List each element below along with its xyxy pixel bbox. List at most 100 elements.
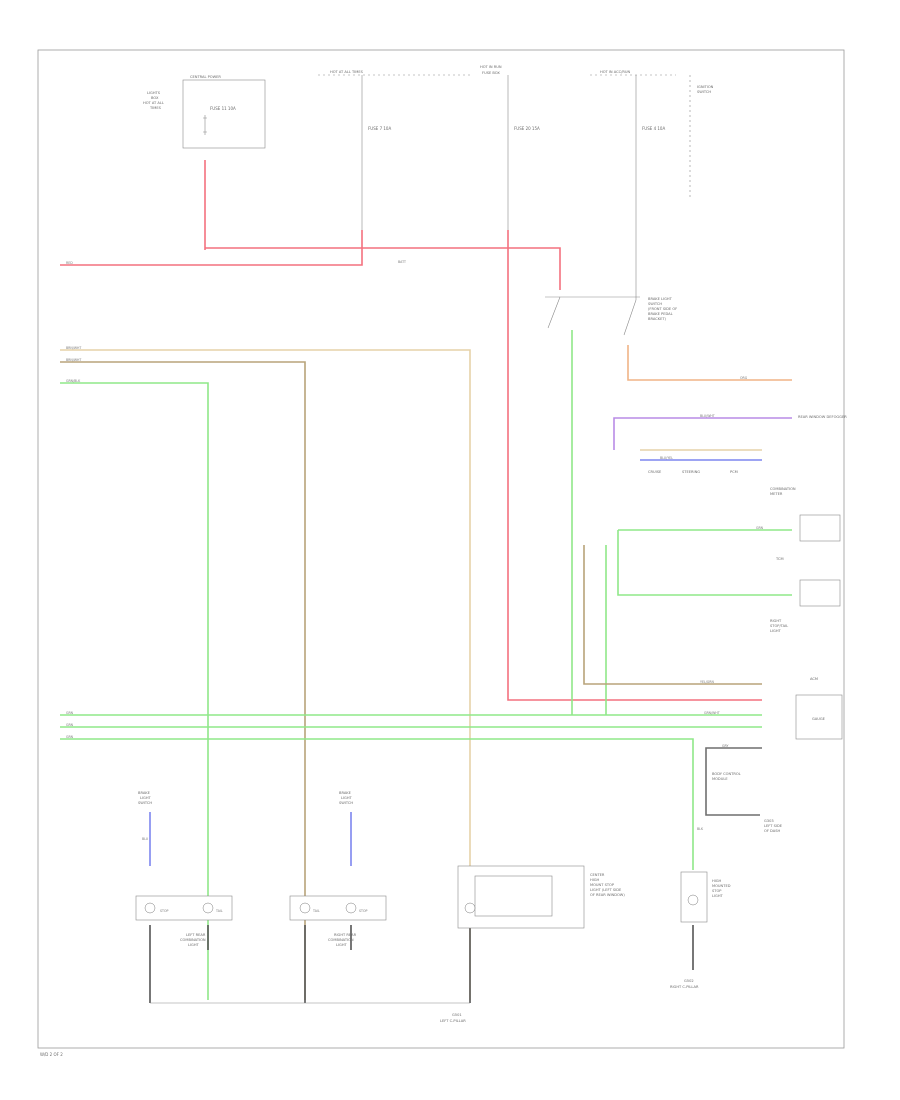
grn-right-label: GRN [756,526,764,530]
red-main-label: RED [66,261,73,265]
top-power-section: CENTRAL POWER LIGHTS BOX HOT AT ALL TIME… [143,65,714,230]
combination-label-1: COMBINATION [770,487,796,491]
center-lamp-4: LIGHT (LEFT SIDE [590,888,622,892]
ground-right-1: G502 [684,979,694,983]
batt-label: BATT [398,260,406,264]
green-bus-3 [60,738,694,870]
left-tail-label: TAIL [215,909,223,913]
right-lamp-2: COMBINATION [328,938,354,942]
left-stop-top-3: SWITCH [138,801,152,805]
bcm-ground-1: G303 [764,819,774,823]
right-stop-bulb-icon [345,902,357,914]
gray-bcm-wire [705,747,762,816]
left-tail-bulb-icon [202,902,214,914]
ground-left-2: LEFT C-PILLAR [440,1019,466,1023]
bottom-lamps: BRAKE LIGHT SWITCH STOP TAIL LEFT REAR C… [135,791,731,1023]
left-rear-lamp-box [135,895,233,921]
right-note-2: SWITCH [697,90,711,94]
left-box-side-1: LIGHTS [147,91,161,95]
bcm-ground-2: LEFT SIDE [764,824,783,828]
fuse3-label: FUSE 4 10A [642,126,665,131]
olive-wire [60,361,306,1000]
central-power-label: CENTRAL POWER [190,75,221,79]
page-label: W/D 2 OF 2 [40,1052,63,1057]
right-stop-label: STOP [359,909,367,913]
left-fuse-symbol [203,115,207,135]
left-stop-label: STOP [160,909,168,913]
left-stop-top-1: BRAKE [138,791,151,795]
tcm-label: TCM [775,557,784,561]
bus2-label: GRN [66,723,74,727]
tan1-label: BRN/WHT [66,346,81,350]
green-to-pcm [583,545,762,685]
purple-label: BLU/WHT [700,414,715,418]
bcm-label-2: MODULE [712,777,728,781]
left-fuse-label: FUSE 11 10A [210,106,236,111]
center-lamp-5: OF REAR WINDOW) [590,893,625,897]
gry-label: GRY [722,744,728,748]
bus1-label: GRN [66,711,74,715]
left-stop-bulb-icon [144,902,156,914]
central-power-box [182,79,266,149]
hot-run-label: HOT IN RUN [480,65,502,69]
tan2-label: BRN/WHT [66,358,81,362]
green1-label: GRN/BLK [66,379,81,383]
tcm-box [799,579,841,607]
diagram-frame [37,49,845,1049]
wire-labels: RED BATT BRN/WHT BRN/WHT GRN/BLK GRN GRN… [66,260,764,841]
org-label: ORG [740,376,748,380]
hatch-lamp-3: STOP [712,889,722,893]
center-bulb-icon [464,902,476,914]
hot-acc-label: HOT IN ACC/RUN [600,70,631,74]
left-ground [149,925,471,1003]
brake-switch: BRAKE LIGHT SWITCH (FRONT SIDE OF BRAKE … [545,296,677,336]
hatch-lamp-4: LIGHT [712,894,724,898]
brake-switch-3: (FRONT SIDE OF [648,307,677,311]
fog-right-2: STOP/TAIL [770,624,788,628]
center-lamp-inner [474,875,553,917]
brake-switch-5: BRACKET) [648,317,667,321]
right-stop-top-1: BRAKE [339,791,352,795]
left-lamp-2: COMBINATION [180,938,206,942]
brake-switch-4: BRAKE PEDAL [648,312,673,316]
yelgrn-label: YEL/GRN [700,680,714,684]
center-lamp-3: MOUNT STOP [590,883,615,887]
blue-label: BLU/YEL [660,456,673,460]
bcm-ground-3: OF DASH [764,829,780,833]
center-lamp-2: HIGH [590,878,600,882]
left-box-side-4: TIMES [149,106,162,110]
left-stop-top-2: LIGHT [140,796,152,800]
hatch-lamp-1: HIGH [712,879,722,883]
right-tail-bulb-icon [299,902,311,914]
brake-switch-2: SWITCH [648,302,662,306]
right-note-1: IGNITION [697,85,714,89]
bus3-label: GRN [66,735,74,739]
blk-label: BLK [697,827,704,831]
hatch-bulb-icon [687,894,699,906]
right-lamp-1: RIGHT REAR [334,933,357,937]
grnwht-label: GRN/WHT [704,711,720,715]
ground-left-1: G501 [452,1013,462,1017]
left-lamp-1: LEFT REAR [186,933,206,937]
combination-meter-box [799,514,841,542]
green-right-upper [617,529,792,596]
left-box-side-3: HOT AT ALL [143,101,164,105]
pcm-top-label: PCM [730,470,738,474]
green-feed [60,382,209,1000]
fog-right-3: LIGHT [770,629,782,633]
cruise-label: CRUISE [648,470,662,474]
defog-label: REAR WINDOW DEFOGGER [798,415,847,419]
bcm-label-1: BODY CONTROL [712,772,741,776]
right-lamp-3: LIGHT [336,943,348,947]
wires [60,160,792,1004]
right-tail-label: TAIL [312,909,320,913]
combination-label-2: METER [770,492,783,496]
right-stop-top-2: LIGHT [341,796,353,800]
brake-switch-1: BRAKE LIGHT [648,297,673,301]
steering-label: STEERING [682,470,700,474]
right-modules: REAR WINDOW DEFOGGER CRUISE STEERING PCM… [648,415,847,833]
switch-contact-1 [547,296,561,329]
fuse1-label: FUSE 7 10A [368,126,391,131]
orange-wire [627,345,792,381]
switch-contact-2 [623,299,637,336]
